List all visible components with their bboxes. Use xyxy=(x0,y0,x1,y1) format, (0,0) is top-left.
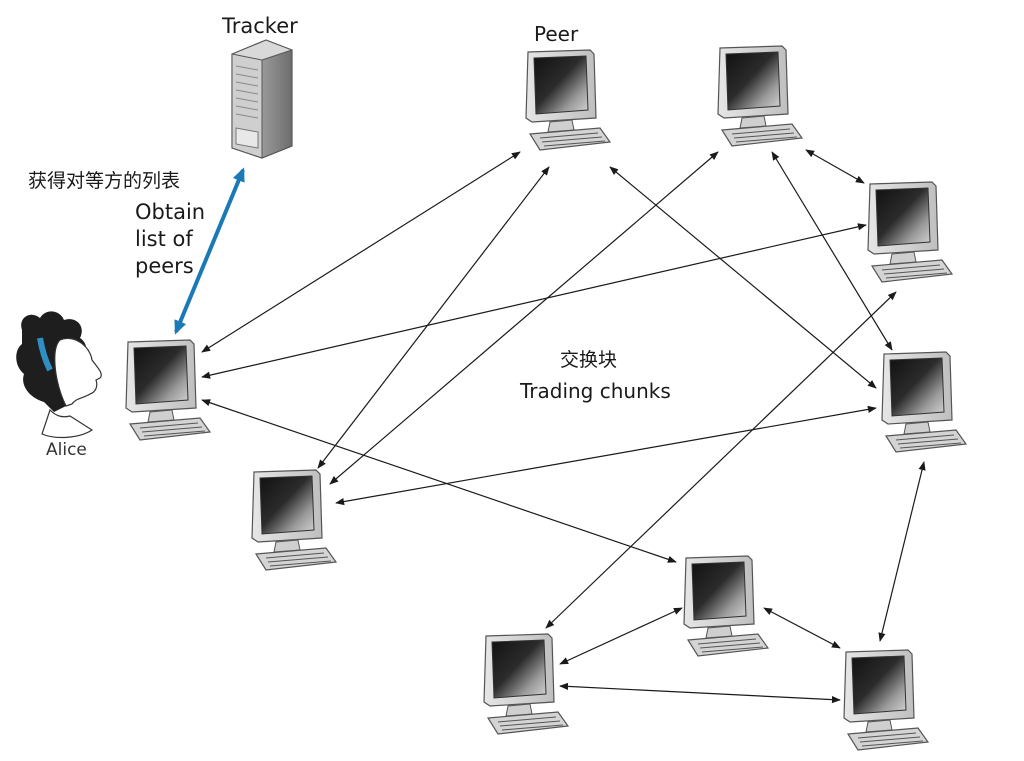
tracker-server-icon xyxy=(231,39,293,159)
trading-chunks-label-cn: 交换块 xyxy=(560,349,618,371)
arrow-bottommid-bottomright xyxy=(763,607,841,649)
tracker-label: Tracker xyxy=(222,14,298,38)
arrow-right2-bottomright xyxy=(878,461,926,642)
arrow-bottomleft-bottomright xyxy=(559,682,841,704)
peer-computer-icon-bottomright xyxy=(843,649,929,751)
arrow-peertop-leftmid xyxy=(317,166,550,469)
trading-chunks-label: Trading chunks xyxy=(520,379,671,403)
alice-computer-icon xyxy=(125,339,211,441)
arrow-alice-peertop xyxy=(201,151,521,353)
arrow-alice-rightmid1 xyxy=(201,223,867,379)
arrow-topright-right1 xyxy=(805,149,865,184)
arrow-right2-leftmid xyxy=(335,405,877,506)
peer-computer-icon-right2 xyxy=(881,351,967,453)
arrow-topright-leftmid xyxy=(329,151,719,485)
peer-computer-icon-bottommid xyxy=(683,555,769,657)
obtain-list-label: Obtain list of peers xyxy=(135,200,206,278)
obtain-list-label-cn: 获得对等方的列表 xyxy=(28,170,181,192)
alice-icon xyxy=(16,311,102,439)
peer-computer-icon-top xyxy=(525,49,611,151)
peer-computer-icon-topright xyxy=(717,45,803,147)
peer-exchange-arrows xyxy=(201,149,926,704)
arrow-bottomleft-bottommid xyxy=(559,607,683,665)
peer-computer-icon-bottomleft xyxy=(483,633,569,735)
arrow-peertop-right2 xyxy=(609,166,877,389)
peer-computer-icon-leftmid xyxy=(251,469,337,571)
peer-label: Peer xyxy=(534,22,579,46)
peer-computer-icon-right1 xyxy=(867,181,953,283)
alice-label: Alice xyxy=(46,440,87,460)
